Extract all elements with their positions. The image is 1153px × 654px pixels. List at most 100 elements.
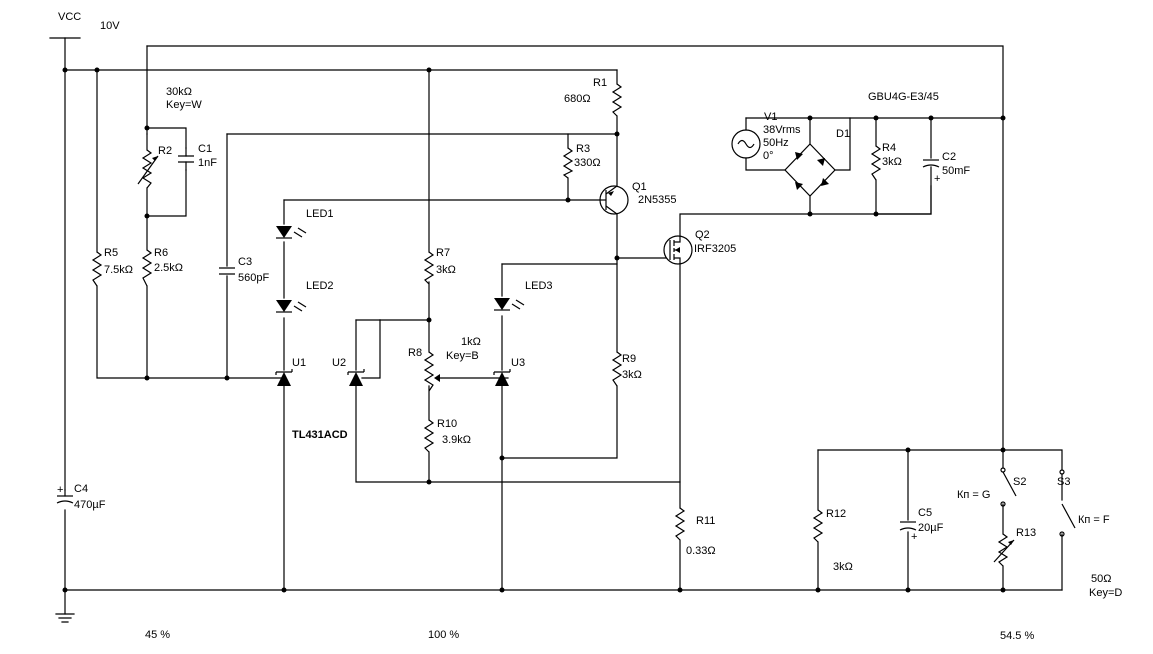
shunt-regulator-u2 (347, 369, 365, 386)
resistor-r9 (611, 351, 623, 387)
v1-phase: 0° (763, 150, 774, 162)
resistor-r7 (423, 251, 435, 285)
capacitor-c2: + (875, 159, 940, 215)
r3-ref: R3 (576, 143, 590, 155)
r13-key: Key=D (1089, 587, 1122, 599)
r6-ref: R6 (154, 247, 168, 259)
d1-ref: D1 (836, 128, 850, 140)
shunt-regulator-u3 (493, 369, 511, 386)
u1-ref: U1 (292, 357, 306, 369)
r5-ref: R5 (104, 247, 118, 259)
r7-ref: R7 (436, 247, 450, 259)
capacitor-c3 (219, 267, 235, 275)
r8-key: Key=B (446, 350, 479, 362)
switch-s3[interactable] (1059, 469, 1076, 537)
switch-s2[interactable] (1000, 467, 1017, 507)
c5-value: 20µF (918, 522, 944, 534)
r11-ref: R11 (696, 515, 715, 527)
v1-freq: 50Hz (763, 137, 789, 149)
r7-value: 3kΩ (436, 264, 456, 276)
led-led3 (494, 298, 525, 311)
capacitor-c1 (178, 147, 194, 171)
mosfet-q2 (663, 235, 693, 265)
potentiometer-r2[interactable] (137, 149, 159, 189)
r2-value: 30kΩ (166, 86, 192, 98)
q1-ref: Q1 (632, 181, 647, 193)
bjt-q1 (599, 185, 629, 215)
led2-ref: LED2 (306, 280, 334, 292)
potentiometer-r8[interactable] (423, 351, 440, 392)
capacitor-c4: + (56, 484, 74, 504)
vcc-value: 10V (100, 20, 120, 32)
r1-value: 680Ω (564, 93, 591, 105)
resistor-r3 (562, 147, 574, 179)
r4-value: 3kΩ (882, 156, 902, 168)
led1-ref: LED1 (306, 208, 334, 220)
q2-ref: Q2 (695, 229, 710, 241)
svg-text:+: + (934, 173, 940, 185)
r9-ref: R9 (622, 353, 636, 365)
led-led1 (276, 226, 307, 239)
c2-ref: C2 (942, 151, 956, 163)
resistor-r4 (870, 145, 882, 181)
s3-ref: S3 (1057, 476, 1070, 488)
svg-text:+: + (57, 484, 63, 496)
r12-ref: R12 (826, 508, 846, 520)
svg-text:+: + (911, 531, 917, 543)
d1-part: GBU4G-E3/45 (868, 91, 939, 103)
c4-value: 470µF (74, 499, 106, 511)
c4-ref: C4 (74, 483, 88, 495)
r8-ref: R8 (408, 347, 422, 359)
r2-key: Key=W (166, 99, 202, 111)
r2-ref: R2 (158, 145, 172, 157)
resistor-r10 (423, 419, 435, 453)
c1-ref: C1 (198, 143, 212, 155)
u2-ref: U2 (332, 357, 346, 369)
c5-ref: C5 (918, 507, 932, 519)
r13-value: 50Ω (1091, 573, 1111, 585)
r12-value: 3kΩ (833, 561, 853, 573)
q1-part: 2N5355 (638, 194, 677, 206)
r8-value: 1kΩ (461, 336, 481, 348)
resistor-r11 (674, 507, 686, 541)
r3-value: 330Ω (574, 157, 601, 169)
led-led2 (276, 300, 307, 313)
vcc-label: VCC (58, 11, 81, 23)
resistor-r1 (611, 83, 623, 117)
resistor-r5 (91, 251, 103, 287)
v1-ref: V1 (764, 111, 777, 123)
c2-value: 50mF (942, 165, 970, 177)
v1-value: 38Vrms (763, 124, 801, 136)
r11-value: 0.33Ω (686, 545, 716, 557)
c3-value: 560pF (238, 272, 269, 284)
r13-level: 54.5 % (1000, 630, 1034, 642)
s3-key: Кп = F (1078, 514, 1110, 526)
r2-level: 45 % (145, 629, 170, 641)
bridge-rectifier-d1 (784, 143, 836, 197)
r6-value: 2.5kΩ (154, 262, 183, 274)
r8-level: 100 % (428, 629, 459, 641)
s2-ref: S2 (1013, 476, 1026, 488)
u3-ref: U3 (511, 357, 525, 369)
r13-ref: R13 (1016, 527, 1036, 539)
r9-value: 3kΩ (622, 369, 642, 381)
labels: VCC 10V R1 680Ω 30kΩ Key=W R2 C1 1nF R3 … (58, 11, 1122, 642)
ground-symbol (55, 613, 75, 623)
led3-ref: LED3 (525, 280, 553, 292)
shunt-regulator-u1 (275, 369, 293, 386)
r10-ref: R10 (437, 418, 457, 430)
c1-value: 1nF (198, 157, 217, 169)
r4-ref: R4 (882, 142, 896, 154)
q2-part: IRF3205 (694, 243, 736, 255)
r5-value: 7.5kΩ (104, 264, 133, 276)
potentiometer-r13[interactable] (993, 533, 1015, 567)
r10-value: 3.9kΩ (442, 434, 471, 446)
ac-source-v1 (731, 129, 761, 159)
resistor-r6 (141, 249, 153, 287)
u-part: TL431ACD (292, 429, 348, 441)
resistor-r12 (812, 509, 824, 543)
r1-ref: R1 (593, 77, 607, 89)
s2-key: Кп = G (957, 489, 990, 501)
wires (49, 37, 1063, 615)
